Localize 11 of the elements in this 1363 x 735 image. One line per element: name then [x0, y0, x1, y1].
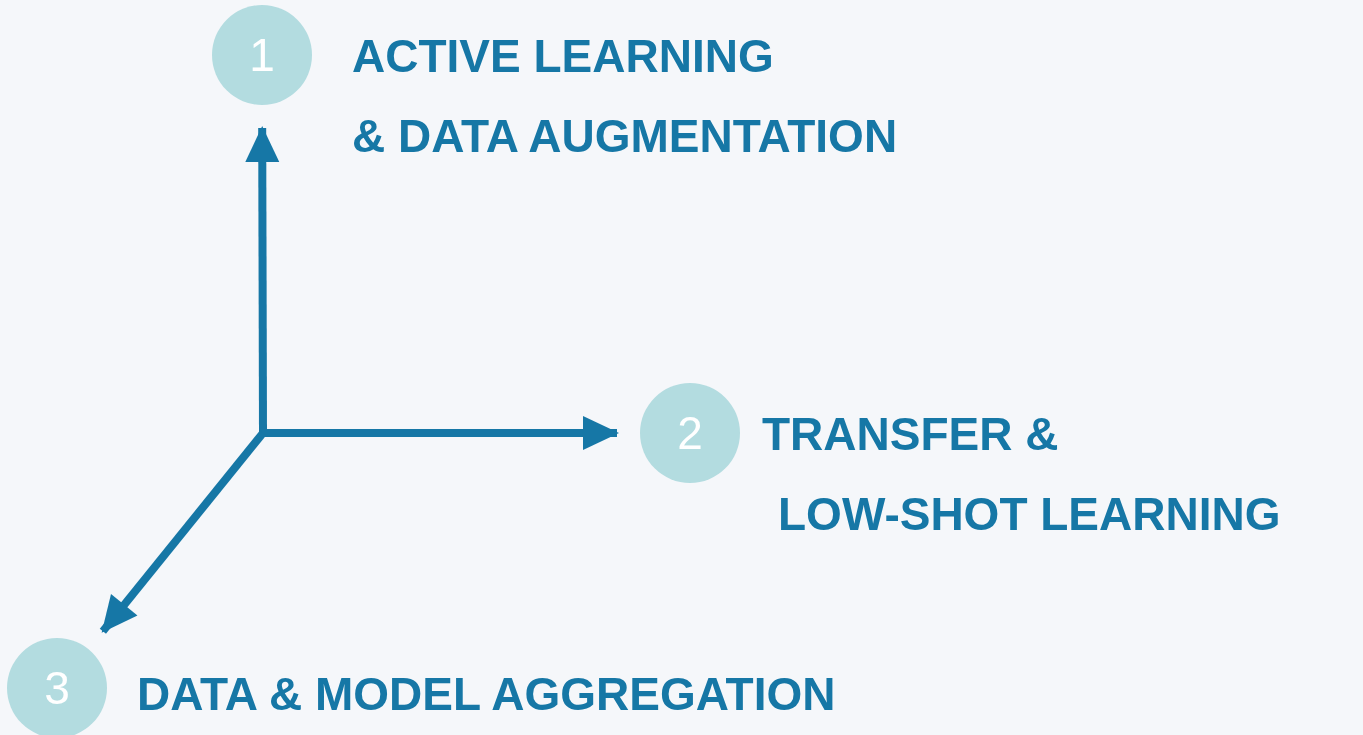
heading: & DATA AUGMENTATION [352, 113, 898, 159]
number-circle: 2 [640, 383, 740, 483]
number-circle: 1 [212, 5, 312, 105]
arrow [99, 430, 267, 634]
heading: TRANSFER & [762, 411, 1059, 457]
number-circle: 3 [7, 638, 107, 735]
heading: DATA & MODEL AGGREGATION [137, 671, 836, 717]
heading: ACTIVE LEARNING [352, 33, 774, 79]
arrow [263, 416, 619, 450]
heading: LOW-SHOT LEARNING [778, 491, 1281, 537]
arrow [245, 126, 280, 433]
